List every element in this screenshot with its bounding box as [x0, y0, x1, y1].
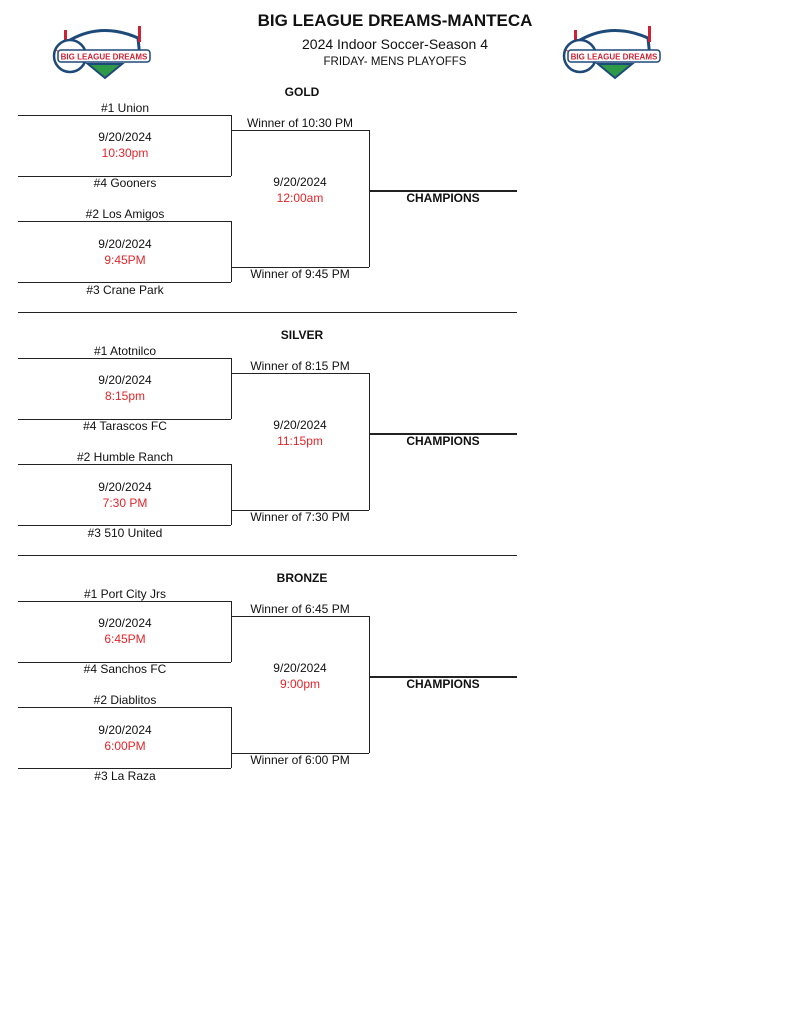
- game-date: 9/20/2024: [98, 480, 152, 494]
- game-date: 9/20/2024: [98, 237, 152, 251]
- champions-label: CHAMPIONS: [406, 191, 480, 205]
- bracket-line: [231, 130, 369, 131]
- division-separator: [18, 555, 517, 556]
- team-name: #4 Sanchos FC: [83, 662, 167, 676]
- champions-line: [369, 433, 517, 435]
- game-time: 11:15pm: [277, 434, 323, 448]
- bracket-line: [18, 419, 231, 420]
- division-title: GOLD: [284, 85, 320, 99]
- bracket-line: [18, 768, 231, 769]
- game-time: 10:30pm: [101, 146, 149, 160]
- bracket-line: [369, 130, 370, 267]
- bracket-line: [231, 464, 232, 525]
- game-date: 9/20/2024: [98, 616, 152, 630]
- division-title: SILVER: [280, 328, 324, 342]
- bracket-line: [18, 601, 231, 602]
- bracket-line: [18, 525, 231, 526]
- team-name: #3 Crane Park: [86, 283, 164, 297]
- game-time: 6:45PM: [104, 632, 146, 646]
- winner-label: Winner of 10:30 PM: [246, 116, 354, 130]
- winner-label: Winner of 6:00 PM: [250, 753, 350, 767]
- game-date: 9/20/2024: [98, 130, 152, 144]
- bracket-line: [231, 707, 232, 768]
- champions-label: CHAMPIONS: [406, 434, 480, 448]
- logo-left: BIG LEAGUE DREAMS: [52, 26, 151, 80]
- bracket-line: [231, 358, 232, 419]
- champions-line: [369, 190, 517, 192]
- bracket-line: [18, 282, 231, 283]
- team-name: #2 Diablitos: [93, 693, 157, 707]
- game-time: 8:15pm: [104, 389, 146, 403]
- division-separator: [18, 312, 517, 313]
- game-date: 9/20/2024: [273, 175, 327, 189]
- division-title: BRONZE: [276, 571, 328, 585]
- game-time: 12:00am: [276, 191, 324, 205]
- game-time: 7:30 PM: [102, 496, 148, 510]
- team-name: #1 Port City Jrs: [83, 587, 167, 601]
- winner-label: Winner of 6:45 PM: [250, 602, 350, 616]
- bracket-line: [231, 373, 369, 374]
- big-league-dreams-logo: BIG LEAGUE DREAMS: [52, 26, 151, 80]
- team-name: #2 Los Amigos: [85, 207, 165, 221]
- bracket-line: [231, 267, 369, 268]
- bracket-line: [18, 707, 231, 708]
- game-date: 9/20/2024: [98, 723, 152, 737]
- team-name: #1 Atotnilco: [93, 344, 157, 358]
- bracket-line: [18, 662, 231, 663]
- page-title: BIG LEAGUE DREAMS-MANTECA: [257, 11, 533, 30]
- game-time: 9:00pm: [279, 677, 321, 691]
- bracket-line: [231, 601, 232, 662]
- svg-text:BIG LEAGUE DREAMS: BIG LEAGUE DREAMS: [61, 53, 148, 62]
- bracket-line: [18, 221, 231, 222]
- bracket-line: [231, 753, 369, 754]
- logo-right: BIG LEAGUE DREAMS: [562, 26, 661, 80]
- bracket-line: [231, 510, 369, 511]
- team-name: #4 Gooners: [93, 176, 157, 190]
- bracket-line: [231, 221, 232, 282]
- bracket-line: [18, 464, 231, 465]
- winner-label: Winner of 9:45 PM: [250, 267, 350, 281]
- bracket-line: [231, 115, 232, 176]
- bracket-line: [18, 115, 231, 116]
- champions-line: [369, 676, 517, 678]
- team-name: #1 Union: [100, 101, 150, 115]
- champions-label: CHAMPIONS: [406, 677, 480, 691]
- team-name: #3 510 United: [87, 526, 163, 540]
- bracket-line: [369, 373, 370, 510]
- big-league-dreams-logo: BIG LEAGUE DREAMS: [562, 26, 661, 80]
- team-name: #4 Tarascos FC: [83, 419, 167, 433]
- team-name: #3 La Raza: [94, 769, 156, 783]
- team-name: #2 Humble Ranch: [76, 450, 174, 464]
- bracket-line: [18, 358, 231, 359]
- game-time: 6:00PM: [104, 739, 146, 753]
- bracket-line: [18, 176, 231, 177]
- bracket-line: [369, 616, 370, 753]
- game-date: 9/20/2024: [273, 661, 327, 675]
- winner-label: Winner of 7:30 PM: [250, 510, 350, 524]
- svg-text:BIG LEAGUE DREAMS: BIG LEAGUE DREAMS: [571, 53, 658, 62]
- page-subtitle: 2024 Indoor Soccer-Season 4: [301, 36, 489, 52]
- event-title: FRIDAY- MENS PLAYOFFS: [323, 56, 467, 68]
- winner-label: Winner of 8:15 PM: [250, 359, 350, 373]
- bracket-line: [231, 616, 369, 617]
- game-date: 9/20/2024: [98, 373, 152, 387]
- game-time: 9:45PM: [104, 253, 146, 267]
- game-date: 9/20/2024: [273, 418, 327, 432]
